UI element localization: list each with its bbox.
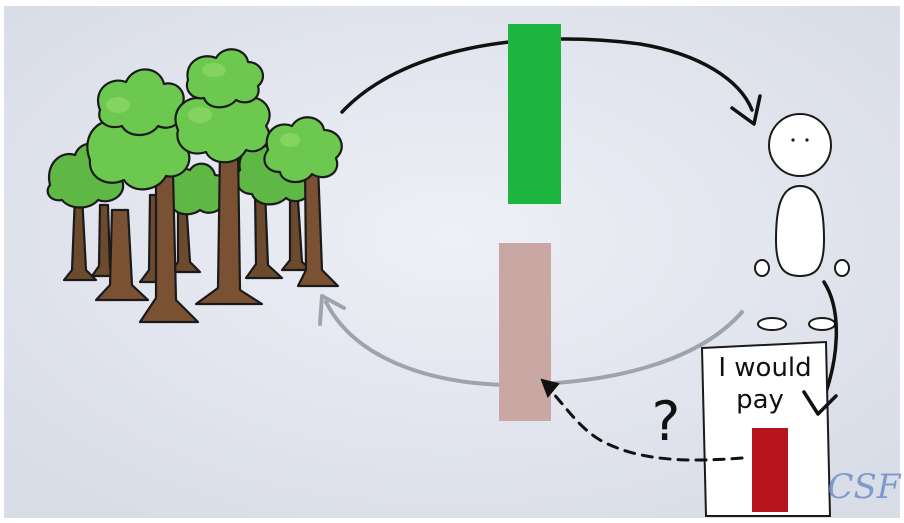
card-line-2: pay [736,385,784,415]
arrow-head [540,378,560,398]
arrow-head [730,94,762,126]
arrow-forest-to-person [340,37,754,114]
tree-canopy [263,116,343,184]
tree-canopy [185,48,265,109]
green-bar [508,24,561,204]
person-foot-right [808,317,836,331]
arrow-head [318,294,346,326]
person-head [768,113,832,177]
dashed-arrow-card-to-bar [550,390,744,462]
person-figure [754,113,850,331]
tree-trunk [94,208,150,302]
card-line-1: I would [718,353,811,383]
logo-text: CSF [828,467,902,507]
red-bar [752,428,788,512]
question-mark: ? [652,390,681,453]
forest-illustration [46,48,343,324]
willingness-card: I would pay [700,340,832,517]
pink-bar [499,243,551,421]
person-foot-left [757,317,787,331]
person-hand-left [754,259,770,277]
csf-logo: CSF [828,467,902,507]
person-hand-right [834,259,850,277]
arrow-head [802,390,838,416]
person-body [774,184,826,278]
